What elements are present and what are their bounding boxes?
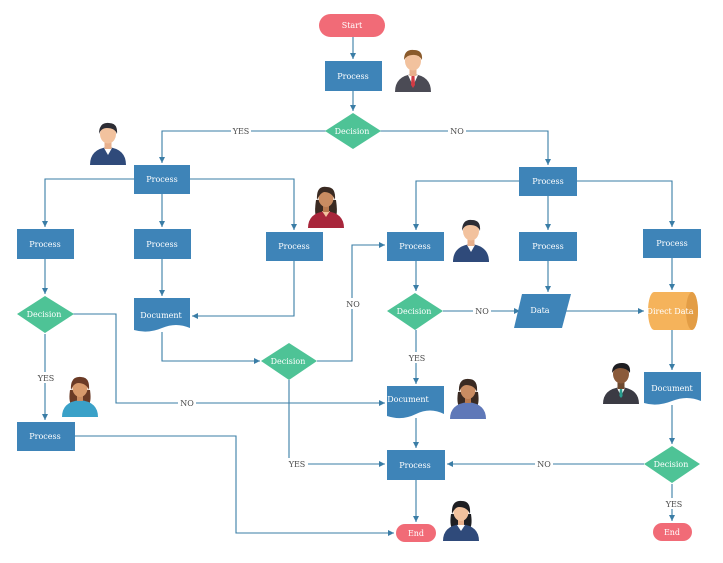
process-rr-label: Process bbox=[656, 239, 687, 248]
process-right: Process bbox=[519, 167, 577, 196]
businessman-avatar-icon bbox=[395, 49, 431, 92]
process-rm: Process bbox=[519, 232, 577, 261]
process-rl: Process bbox=[387, 232, 444, 261]
edge-right-to-rl bbox=[413, 180, 519, 230]
edge-ll2-to-end bbox=[75, 435, 394, 536]
process-ll2: Process bbox=[17, 422, 75, 451]
data-rm-label: Data bbox=[530, 306, 549, 315]
decision-mid-label: Decision bbox=[271, 357, 306, 366]
process-lm-label: Process bbox=[146, 240, 177, 249]
start-terminator: Start bbox=[319, 14, 385, 37]
process-ll2-label: Process bbox=[29, 432, 60, 441]
document-rr-label: Document bbox=[651, 384, 693, 393]
process-lr: Process bbox=[266, 232, 323, 261]
label-yes-top: YES bbox=[232, 127, 250, 136]
edge-lr-to-document bbox=[192, 261, 295, 319]
woman-avatar-icon bbox=[443, 500, 479, 541]
document-rr: Document bbox=[644, 372, 701, 405]
edge-left-to-ll bbox=[42, 178, 134, 227]
avatars bbox=[62, 49, 639, 541]
man-avatar-icon bbox=[90, 122, 126, 165]
data-rm: Data bbox=[514, 294, 571, 328]
decision-mid: Decision bbox=[261, 343, 317, 380]
process-right-label: Process bbox=[532, 177, 563, 186]
edge-right-to-rr bbox=[577, 180, 675, 227]
woman-avatar-icon bbox=[308, 186, 344, 228]
process-top-label: Process bbox=[337, 72, 368, 81]
process-center: Process bbox=[387, 450, 445, 480]
decision-ll-label: Decision bbox=[27, 310, 62, 319]
decision-rl-label: Decision bbox=[397, 307, 432, 316]
document-center-label: Document bbox=[387, 395, 429, 404]
process-lm: Process bbox=[134, 229, 191, 259]
process-ll-label: Process bbox=[29, 240, 60, 249]
process-lr-label: Process bbox=[278, 242, 309, 251]
man-avatar-icon bbox=[603, 363, 639, 404]
document-lm: Document bbox=[134, 298, 190, 332]
start-label: Start bbox=[342, 21, 363, 30]
direct-data-rr: Direct Data bbox=[647, 292, 698, 330]
process-top: Process bbox=[325, 61, 382, 91]
end-right-label: End bbox=[664, 528, 680, 537]
edge-left-to-lr bbox=[190, 178, 297, 230]
connectors bbox=[42, 37, 675, 536]
label-no-rr: NO bbox=[537, 460, 551, 469]
label-yes-mid: YES bbox=[288, 460, 306, 469]
decision-rl: Decision bbox=[387, 293, 443, 330]
edge-labels: YES NO YES NO NO YES NO YES NO YES bbox=[36, 125, 685, 509]
edge-ll-decision-no bbox=[73, 313, 385, 406]
document-lm-label: Document bbox=[140, 311, 182, 320]
woman-avatar-icon bbox=[62, 376, 98, 417]
process-left: Process bbox=[134, 165, 190, 194]
decision-rr: Decision bbox=[644, 446, 700, 483]
label-yes-rr: YES bbox=[665, 500, 683, 509]
label-yes-ll: YES bbox=[37, 374, 55, 383]
process-rl-label: Process bbox=[399, 242, 430, 251]
label-no-rl: NO bbox=[475, 307, 489, 316]
man-avatar-icon bbox=[453, 219, 489, 262]
edge-decision-yes bbox=[159, 130, 327, 163]
label-yes-rl: YES bbox=[408, 354, 426, 363]
decision-top-label: Decision bbox=[335, 127, 370, 136]
end-center: End bbox=[396, 524, 436, 542]
process-ll: Process bbox=[17, 229, 74, 259]
decision-rr-label: Decision bbox=[654, 460, 689, 469]
process-center-label: Process bbox=[399, 461, 430, 470]
document-center: Document bbox=[387, 386, 444, 419]
label-no-ll: NO bbox=[180, 399, 194, 408]
direct-data-rr-label: Direct Data bbox=[647, 307, 694, 316]
decision-ll: Decision bbox=[17, 296, 74, 333]
label-no-top: NO bbox=[450, 127, 464, 136]
end-center-label: End bbox=[408, 529, 424, 538]
edge-decision-no bbox=[380, 130, 551, 165]
edge-document-to-decision bbox=[161, 332, 260, 364]
process-rr: Process bbox=[643, 229, 701, 258]
nodes: Start Process Decision Process Process P… bbox=[17, 14, 701, 542]
process-left-label: Process bbox=[146, 175, 177, 184]
woman-avatar-icon bbox=[450, 378, 486, 419]
label-no-mid: NO bbox=[346, 300, 360, 309]
end-right: End bbox=[653, 523, 692, 541]
process-rm-label: Process bbox=[532, 242, 563, 251]
edge-mid-decision-yes bbox=[288, 380, 385, 467]
decision-top: Decision bbox=[325, 113, 381, 149]
